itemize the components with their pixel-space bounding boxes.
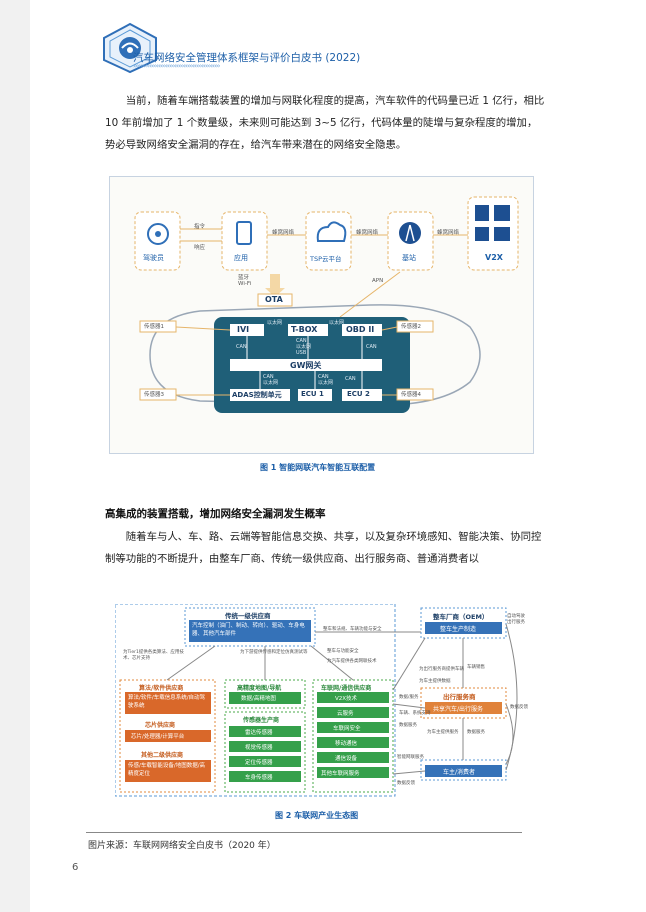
node-sensor1-label: 传感器1 [144, 324, 164, 330]
sensor-mfr-item: 定位传感器 [245, 760, 273, 766]
telecom-item: 车联网安全 [333, 726, 361, 732]
car-icon [494, 227, 510, 241]
sensor-mfr-item: 雷达传感器 [245, 730, 273, 736]
note: 为Tier1提供各类算法、应用技术、芯片支持 [123, 650, 184, 661]
note: 智能网联服务 [397, 755, 424, 760]
node-tbox-label: T-BOX [291, 325, 318, 334]
node-app-label: 应用 [234, 254, 248, 262]
node-obd-label: OBD II [346, 325, 375, 334]
base-station-icon [399, 222, 421, 244]
figure-1-diagram [134, 196, 519, 413]
node-tsp-label: TSP云平台 [310, 255, 342, 263]
figure-2: 传统一级供应商 汽车控制（油门、制动、转向）、驱动、车身电器、其他汽车部件 整车… [115, 604, 528, 800]
steering-wheel-icon [147, 223, 169, 245]
header-arrow-decoration: ››››››››››››››››››››››››››››››››››››››››… [133, 62, 220, 70]
figure-2-diagram [115, 604, 518, 797]
page-number: 6 [72, 862, 79, 873]
link-can-c-label: CAN [366, 344, 377, 350]
link-bt-wifi-label: 蓝牙 Wi-Fi [238, 275, 252, 287]
link-cmd-label: 指令 [194, 224, 206, 230]
telecom-title: 车联网/通信供应商 [321, 685, 372, 692]
note: 为车主提供数据 [419, 679, 451, 684]
body-paragraph-1: 当前，随着车端搭载装置的增加与网联化程度的提高，汽车软件的代码量已近 1 亿行，… [105, 95, 545, 151]
cloud-icon [316, 221, 347, 242]
note: 数据/服务 [399, 695, 419, 700]
note: 整车与功能安全 [327, 649, 359, 654]
telecom-item: 云服务 [337, 711, 354, 717]
link-cellular-3-label: 蜂窝网络 [437, 230, 460, 236]
link-cellular-2-label: 蜂窝网络 [356, 230, 379, 236]
hdmap-title: 高精度地图/导航 [237, 685, 282, 692]
note: 车辆销售 [467, 665, 485, 670]
figure-source: 图片来源：车联网网络安全白皮书（2020 年） [88, 841, 276, 851]
bicycle-icon [494, 205, 510, 221]
figure-1-caption: 图 1 智能网联汽车智能互联配置 [260, 463, 376, 472]
bus-icon [475, 227, 489, 241]
node-sensor4-label: 传感器4 [401, 392, 421, 398]
footnote-divider [86, 832, 522, 833]
node-driver-label: 驾驶员 [143, 254, 164, 262]
consumer-item: 车主/消费者 [443, 769, 476, 776]
node-ota-label: OTA [265, 295, 283, 304]
header-title: 汽车网络安全管理体系框架与评价白皮书 (2022) [133, 52, 361, 64]
link-cellular-1-label: 蜂窝网络 [272, 230, 295, 236]
tier1-title: 传统一级供应商 [225, 612, 271, 620]
pedestrian-icon [475, 205, 489, 221]
node-base-label: 基站 [402, 254, 416, 262]
sensor-mfr-title: 传感器生产商 [243, 717, 280, 724]
link-can-a-label: CAN [236, 344, 247, 350]
link-eth-2-label: 以太网 [329, 320, 345, 326]
chip-item: 芯片/处理器/计算平台 [131, 734, 185, 740]
section-heading: 高集成的装置搭载，增加网络安全漏洞发生概率 [105, 508, 326, 520]
note: 数据反馈 [510, 705, 528, 710]
telecom-item: V2X技术 [335, 696, 358, 702]
node-sensor2-label: 传感器2 [401, 324, 421, 330]
hdmap-item: 数据/高精地图 [241, 696, 276, 702]
body-paragraph-2: 随着车与人、车、路、云端等智能信息交换、共享，以及复杂环境感知、智能决策、协同控… [105, 531, 542, 565]
node-sensor3-label: 传感器3 [144, 392, 164, 398]
chip-title: 芯片供应商 [145, 722, 176, 729]
note: 车辆、系统支持 [399, 711, 431, 716]
node-gw-label: GW网关 [290, 361, 322, 370]
tier1-desc: 汽车控制（油门、制动、转向）、驱动、车身电器、其他汽车部件 [192, 623, 305, 637]
node-v2x-label: V2X [485, 253, 503, 262]
note: 整车和法规、车辆功能与安全 [323, 627, 382, 632]
header-logo-icon [103, 22, 157, 74]
note: 数据服务 [467, 730, 485, 735]
telecom-item: 通信设备 [335, 756, 358, 762]
note: 数据反馈 [397, 781, 415, 786]
telecom-item: 其他车联网服务 [321, 771, 360, 777]
note: 数据服务 [399, 723, 417, 728]
link-apn-label: APN [372, 278, 384, 284]
link-bus-1-label: CAN 以太网 [263, 374, 279, 386]
note: 为汽车提供各类网联技术 [327, 659, 377, 664]
phone-icon [236, 221, 252, 245]
sensor-mfr-item: 车身传感器 [245, 775, 273, 781]
telecom-item: 移动通信 [335, 741, 358, 747]
link-bus-2-label: CAN 以太网 [318, 374, 334, 386]
other-supplier-item: 传感/车载智能设备/地图数据/高精度定位 [128, 763, 206, 777]
note: 为车主提供服务 [427, 730, 459, 735]
figure-2-caption: 图 2 车联网产业生态图 [275, 811, 359, 820]
node-ivi-label: IVI [237, 325, 250, 334]
note: 为下游提供传感和定位仿真测试等 [240, 650, 308, 655]
link-tbox-bus-label: CAN 以太网 USB [296, 338, 312, 356]
other-supplier-title: 其他二级供应商 [141, 752, 184, 759]
link-eth-1-label: 以太网 [267, 320, 283, 326]
algo-item: 算法/软件/车载信息系统/自动驾驶系统 [128, 695, 206, 709]
mobility-item: 共享汽车/出行服务 [433, 706, 484, 713]
link-can-b-label: CAN [345, 376, 356, 382]
mobility-title: 出行服务商 [443, 693, 476, 701]
note: 自动驾驶出行服务 [507, 614, 525, 625]
sensor-mfr-item: 视觉传感器 [245, 745, 273, 751]
link-feedback-label: 响应 [194, 245, 206, 251]
figure-1: 驾驶员 应用 TSP云平台 基站 V2X 指令 响应 蜂窝网络 蜂窝网络 蜂窝网… [109, 176, 534, 454]
note: 为出行服务商提供车辆 [419, 667, 464, 672]
oem-item: 整车生产制造 [440, 626, 477, 633]
oem-title: 整车厂商（OEM） [433, 613, 489, 621]
node-ecu2-label: ECU 2 [347, 390, 370, 398]
node-ecu1-label: ECU 1 [301, 390, 324, 398]
node-adas-label: ADAS控制单元 [232, 391, 282, 399]
algo-title: 算法/软件供应商 [139, 685, 184, 692]
